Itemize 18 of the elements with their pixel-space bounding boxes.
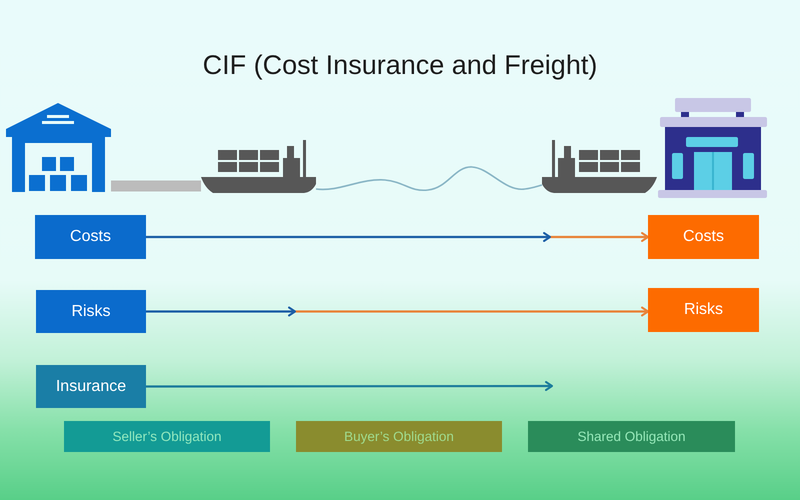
item-box: Risks [648, 288, 759, 332]
legend-label: Seller’s Obligation [112, 429, 222, 444]
store-icon [658, 98, 767, 198]
arrow [146, 381, 553, 391]
road-strip [111, 180, 201, 192]
legend-label: Shared Obligation [577, 429, 686, 444]
wave-line [316, 166, 542, 192]
arrow [146, 306, 648, 316]
cargo-ship-icon [542, 138, 657, 193]
item-box: Costs [648, 215, 759, 259]
title: CIF (Cost Insurance and Freight) [202, 50, 598, 81]
legend-label: Buyer’s Obligation [344, 429, 454, 444]
item-box: Risks [36, 290, 146, 333]
cargo-ship-icon [201, 138, 316, 193]
warehouse-icon [6, 103, 111, 192]
item-box: Insurance [36, 365, 146, 408]
item-box: Costs [35, 215, 146, 259]
arrow [146, 232, 648, 242]
